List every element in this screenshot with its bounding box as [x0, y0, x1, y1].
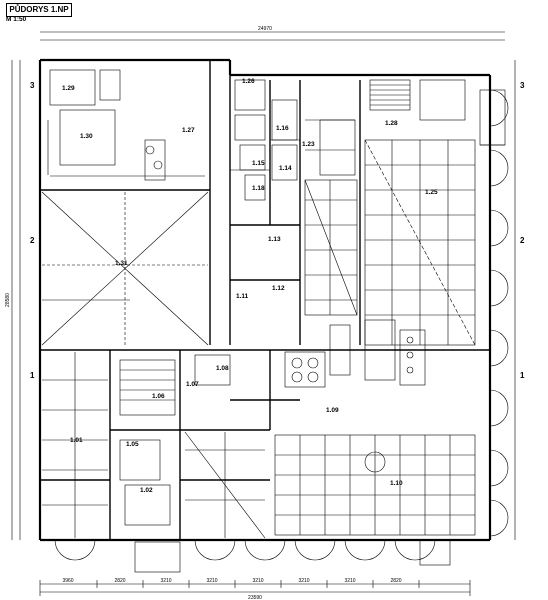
room-label-1-30: 1.30: [80, 133, 93, 140]
room-label-1-29: 1.29: [62, 85, 75, 92]
room-label-1-23: 1.23: [302, 141, 315, 148]
room-label-1-28: 1.28: [385, 120, 398, 127]
sanitary-core: [230, 79, 356, 201]
room-label-1-14: 1.14: [279, 165, 292, 172]
grid-room-1-25: [364, 139, 476, 346]
room-label-1-07: 1.07: [186, 381, 199, 388]
outer-walls: [38, 58, 492, 542]
axis-markers: 3 3 2 2 1 1: [30, 81, 525, 380]
upper-right-annex: [479, 89, 506, 146]
grid-room-1-13: [304, 179, 358, 316]
room-label-1-01: 1.01: [70, 437, 83, 444]
room-label-1-31: 1.31: [115, 260, 128, 267]
drawing-title: PŮDORYS 1.NP: [6, 3, 72, 17]
room-label-1-15: 1.15: [252, 160, 265, 167]
drawing-scale: M 1:50: [6, 16, 27, 23]
left-total-dim: 28580: [5, 293, 11, 307]
axis-marker-2-left: 2: [30, 236, 35, 245]
bottom-seg-dim-1: 3960: [62, 578, 73, 584]
room-label-1-26: 1.26: [242, 78, 255, 85]
axis-marker-2-right: 2: [520, 236, 525, 245]
room-label-1-12: 1.12: [272, 285, 285, 292]
interior-walls: [40, 60, 490, 540]
bottom-dim-ticks: [39, 580, 471, 596]
room-label-1-27: 1.27: [182, 127, 195, 134]
room-label-1-25: 1.25: [425, 189, 438, 196]
plan-linework: [11, 31, 516, 596]
axis-marker-1-right: 1: [520, 371, 525, 380]
room-label-1-10: 1.10: [390, 480, 403, 487]
room-labels: 1.29 1.30 1.27 1.31 1.26 1.16 1.23 1.14 …: [62, 78, 438, 494]
upper-left-fixtures: [47, 69, 205, 181]
bottom-seg-dim-4: 3210: [206, 578, 217, 584]
hall-cross: [41, 191, 209, 346]
bottom-seg-dim-7: 3210: [344, 578, 355, 584]
bottom-seg-dim-5: 3210: [252, 578, 263, 584]
central-stairs: [119, 354, 231, 526]
grid-room-1-10: [274, 434, 476, 536]
room-label-1-08: 1.08: [216, 365, 229, 372]
axis-marker-1-left: 1: [30, 371, 35, 380]
kitchen-equipment: [284, 319, 426, 388]
room-label-1-06: 1.06: [152, 393, 165, 400]
room-label-1-05: 1.05: [126, 441, 139, 448]
axis-marker-3-left: 3: [30, 81, 35, 90]
room-label-1-09: 1.09: [326, 407, 339, 414]
dimension-labels: 24970 23590 28580 3960 2820 3210 3210 32…: [5, 26, 402, 600]
room-label-1-13: 1.13: [268, 236, 281, 243]
bottom-seg-dim-3: 3210: [160, 578, 171, 584]
upper-right-stairs: [369, 79, 466, 121]
bottom-seg-dim-6: 3210: [298, 578, 309, 584]
axis-marker-3-right: 3: [520, 81, 525, 90]
bottom-arches: [54, 539, 451, 573]
room-label-1-02: 1.02: [140, 487, 153, 494]
grid-room-1-01: [42, 352, 266, 539]
facade-arches: [489, 89, 509, 537]
bottom-total-dim: 23590: [248, 595, 262, 600]
top-total-dim: 24970: [258, 26, 272, 32]
room-label-1-11: 1.11: [236, 293, 249, 300]
room-label-1-16: 1.16: [276, 125, 289, 132]
bottom-seg-dim-8: 2820: [390, 578, 401, 584]
room-label-1-18: 1.18: [252, 185, 265, 192]
bottom-seg-dim-2: 2820: [114, 578, 125, 584]
